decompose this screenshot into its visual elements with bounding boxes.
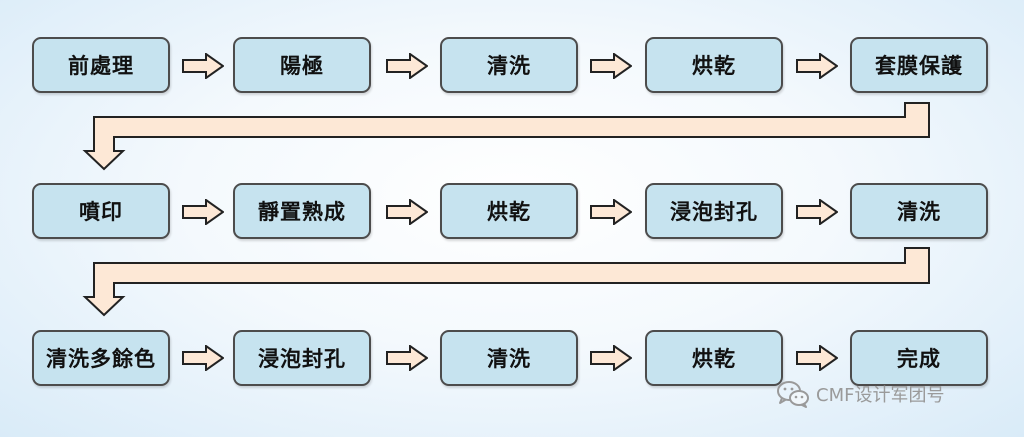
right-arrow-icon — [182, 53, 224, 79]
step-box: 陽極 — [233, 37, 371, 93]
right-arrow-icon — [796, 53, 838, 79]
step-box: 烘乾 — [645, 330, 783, 386]
step-box: 完成 — [850, 330, 988, 386]
right-arrow-icon — [386, 53, 428, 79]
step-box: 烘乾 — [645, 37, 783, 93]
step-box: 靜置熟成 — [233, 183, 371, 239]
right-arrow-icon — [182, 199, 224, 225]
step-box: 前處理 — [32, 37, 170, 93]
row1-to-row2-connector — [82, 102, 930, 171]
step-box: 套膜保護 — [850, 37, 988, 93]
right-arrow-icon — [796, 199, 838, 225]
right-arrow-icon — [796, 345, 838, 371]
step-box: 噴印 — [32, 183, 170, 239]
right-arrow-icon — [386, 345, 428, 371]
right-arrow-icon — [590, 53, 632, 79]
watermark: CMF设计军团号 — [776, 378, 944, 410]
step-box: 浸泡封孔 — [645, 183, 783, 239]
right-arrow-icon — [590, 345, 632, 371]
watermark-text: CMF设计军团号 — [816, 385, 945, 406]
right-arrow-icon — [386, 199, 428, 225]
step-box: 烘乾 — [440, 183, 578, 239]
step-box: 清洗多餘色 — [32, 330, 170, 386]
wechat-icon — [777, 381, 809, 408]
step-box: 浸泡封孔 — [233, 330, 371, 386]
row2-to-row3-connector — [82, 247, 930, 317]
step-box: 清洗 — [440, 330, 578, 386]
right-arrow-icon — [182, 345, 224, 371]
step-box: 清洗 — [850, 183, 988, 239]
step-box: 清洗 — [440, 37, 578, 93]
right-arrow-icon — [590, 199, 632, 225]
